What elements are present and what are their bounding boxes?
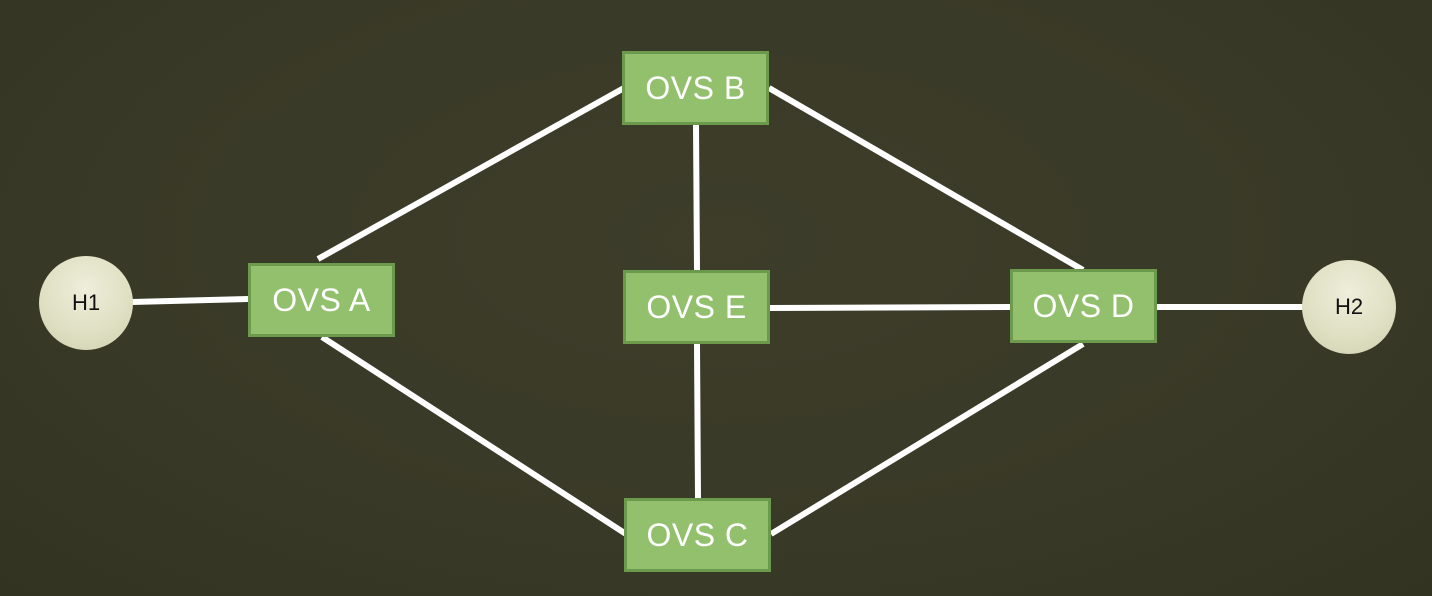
host-h1: H1 xyxy=(39,256,133,350)
switch-ovs-e-label: OVS E xyxy=(646,288,747,325)
link-ovs-b-ovs-d xyxy=(767,85,1085,273)
link-ovs-b-ovs-e xyxy=(693,123,700,271)
switch-ovs-a-label: OVS A xyxy=(272,281,371,318)
link-ovs-e-ovs-d xyxy=(769,304,1011,311)
link-h1-ovs-a xyxy=(131,296,249,305)
switch-ovs-c: OVS C xyxy=(624,498,771,572)
switch-ovs-b: OVS B xyxy=(622,51,769,125)
host-h1-label: H1 xyxy=(71,290,101,315)
switch-ovs-a: OVS A xyxy=(248,263,395,337)
switch-ovs-b-label: OVS B xyxy=(645,69,746,106)
switch-ovs-d: OVS D xyxy=(1010,269,1157,343)
switch-ovs-c-label: OVS C xyxy=(646,516,749,553)
link-ovs-c-ovs-d xyxy=(769,341,1085,537)
link-ovs-a-ovs-b xyxy=(316,85,626,262)
link-ovs-e-ovs-c xyxy=(694,343,701,499)
host-h2-label: H2 xyxy=(1334,294,1364,319)
link-ovs-a-ovs-c xyxy=(320,334,628,537)
host-h2: H2 xyxy=(1302,260,1396,354)
switch-ovs-e: OVS E xyxy=(623,270,770,344)
switch-ovs-d-label: OVS D xyxy=(1032,287,1135,324)
